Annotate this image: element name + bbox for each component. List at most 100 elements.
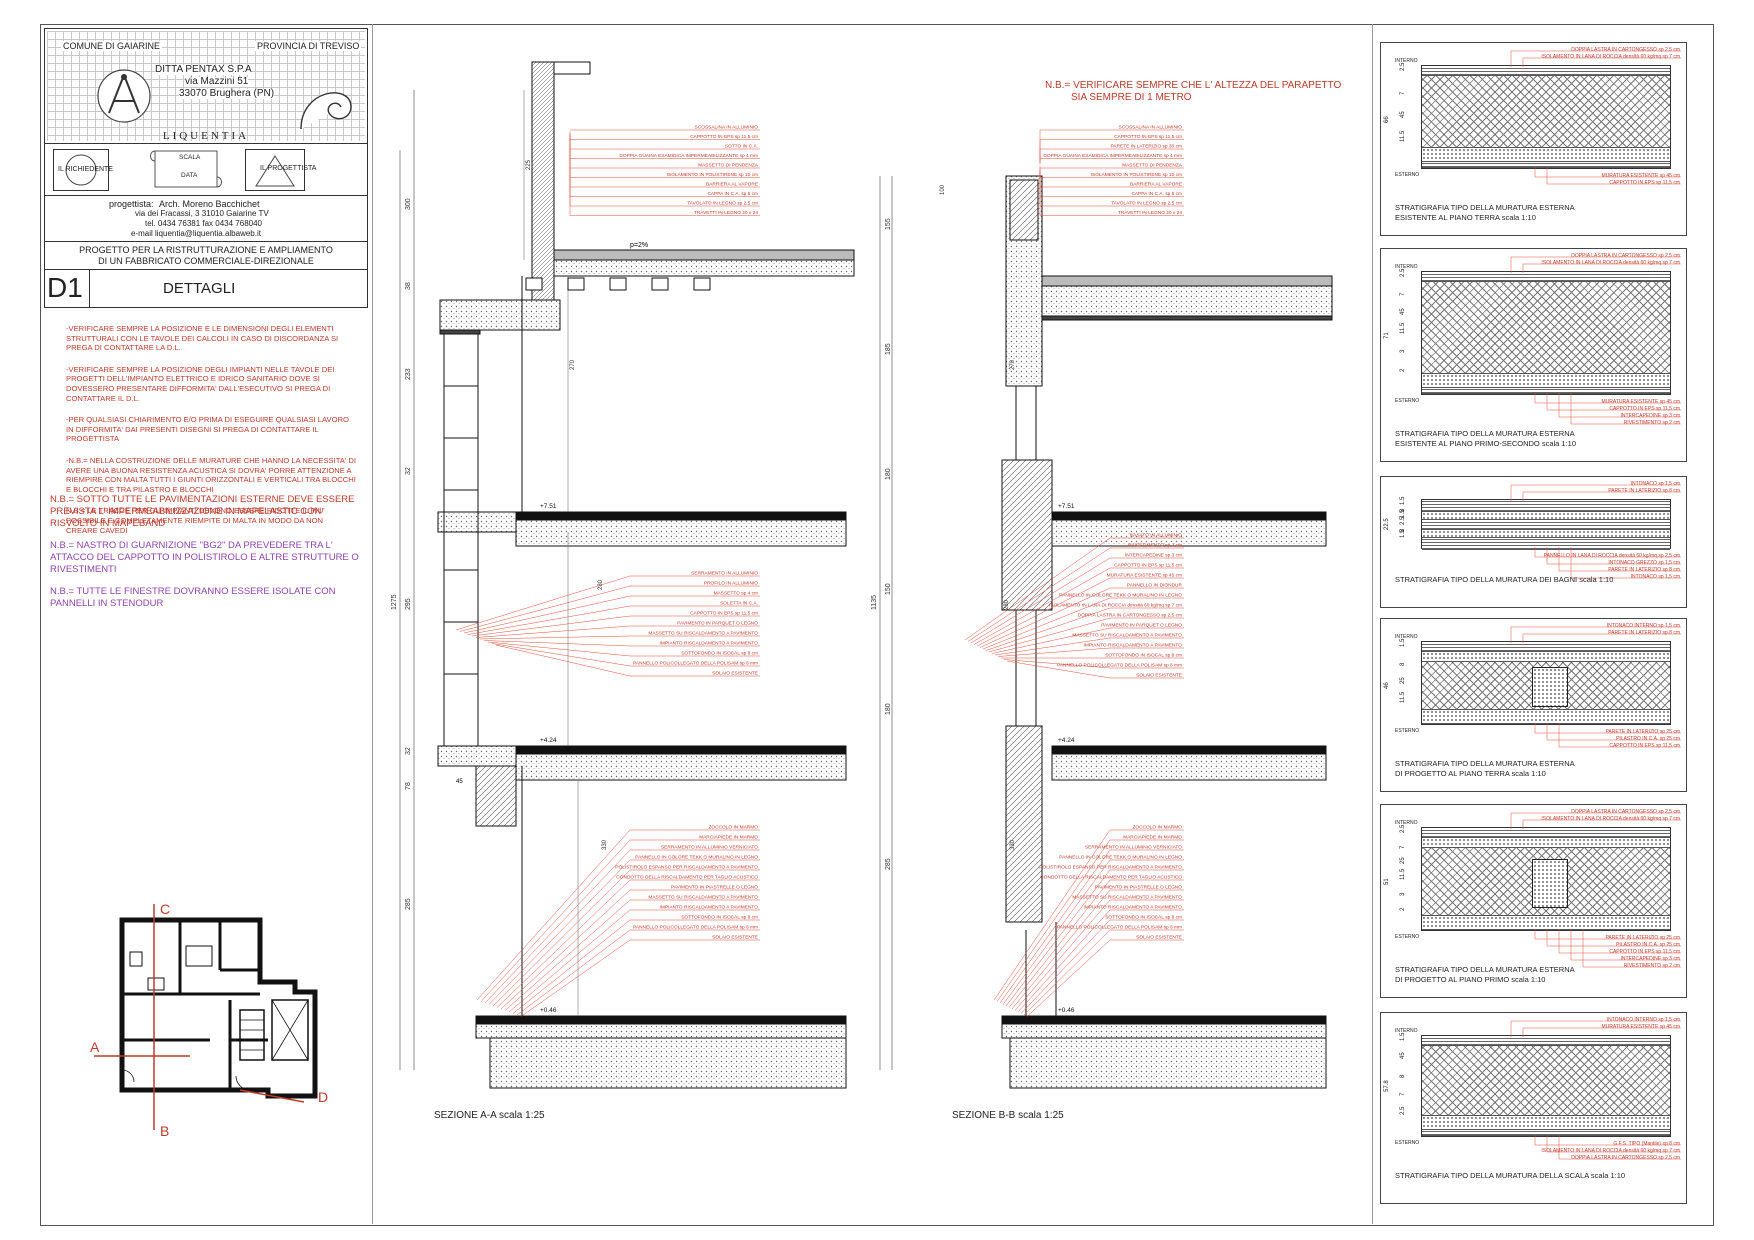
leader-line [1014,899,1111,1011]
callout-label: MASSETTO SU RISCALDAMENTO A PAVIMENTO [1072,895,1182,901]
frame-divider-left [372,24,373,1224]
wall-layers [1421,271,1671,395]
callout-label: MASSETTO sp 4 cm [714,591,758,597]
wall-layer [1422,374,1670,388]
wall-layer [1422,272,1670,282]
leader-line [1570,929,1681,961]
layer-callout: PILASTRO IN C.A. sp 25 cm [1616,736,1680,742]
callout-label: PANNELLO POLICOLLEGATO DELLA POLISAM sp … [633,661,758,667]
callout-leaders [1510,812,1681,968]
leader-line [1534,547,1681,558]
callout-label: PANNELLO IN DIONDUR [1127,583,1183,589]
wall-layer [1422,520,1670,530]
callout-label: SCOSSALINA IN ALLUMINIO [1119,125,1183,131]
callout-label: PANNELLO POLICOLLEGATO DELLA POLISAM sp … [633,925,758,931]
leader-line [1510,812,1681,829]
callout-label: DOPPIA GUAINA ESAMIDICA IMPERMEABILIZZAN… [1043,153,1182,159]
callout-label: SOTTOFONDO IN ISOCAL sp 8 cm [1105,653,1182,659]
dimension-label: 78 [405,782,412,790]
callout-label: MARCIAPIEDE IN MARMO [699,835,758,841]
wall-layer [1422,916,1670,930]
dimension-label: 180 [885,468,892,480]
callout-label: MASSETTO SU RISCALDAMENTO A PAVIMENTO [1072,633,1182,639]
scroll-banner-icon [150,150,222,188]
title-block: COMUNE DI GAIARINE PROVINCIA DI TREVISO … [44,28,368,308]
callout-label: CAPPOTTO IN EPS sp 11,5 cm [690,134,758,140]
leader-line [973,567,1111,645]
leader-line [967,547,1111,642]
leader-line [512,919,631,1014]
wall-layer [1422,642,1670,652]
leader-line [1510,484,1681,501]
level-marker: +4.24 [540,737,557,744]
layer-callout: CAPPOTTO IN EPS sp 11,5 cm [1609,180,1680,186]
leader-line [970,557,1111,644]
leader-line [484,849,631,1004]
parapet-note: N.B.= VERIFICARE SEMPRE CHE L' ALTEZZA D… [1045,80,1342,103]
stratigraphy-caption: STRATIGRAFIA TIPO DELLA MURATURA ESTERNA [1395,759,1575,768]
layer-callout: RIVESTIMENTO sp 2 cm [1623,963,1680,969]
leader-line [467,605,631,635]
layer-callout: MURATURA ESISTENTE sp 45 cm [1601,173,1680,179]
leader-line [471,615,631,637]
layer-callout: ISOLAMENTO IN LANA DI ROCCIA densità 60 … [1541,260,1680,266]
scroll-logo-icon [300,92,352,130]
callout-label: PAVIMENTO IN PIASTRELLE O LEGNO [1095,885,1182,891]
progetto-line-1: PROGETTO PER LA RISTRUTTURAZIONE E AMPLI… [79,245,333,255]
callout-label: SERRAMENTO IN ALLUMINIO [691,571,758,577]
leader-line [982,597,1111,650]
callout-leaders [1510,50,1681,185]
comune-text: COMUNE DI GAIARINE [61,41,163,51]
compass-logo-icon [97,69,151,123]
interno-label: INTERNO [1395,264,1418,270]
layer-callout: DOPPIA LASTRA IN CARTONGESSO sp 2,5 cm [1571,47,1680,53]
dimension-label: 330 [1010,839,1016,850]
wall-layer [1422,1130,1670,1136]
dimension-total: 1275 [391,594,398,610]
leader-line [1008,879,1111,1008]
via-text: via Mazzini 51 [185,76,249,87]
leader-line [1546,547,1681,565]
callout-label: PANNELLO POLICOLLEGATO DELLA POLISAM sp … [1057,663,1182,669]
interno-label: INTERNO [1395,58,1418,64]
wall-layers [1421,499,1671,550]
leader-line [455,575,631,631]
wall-layer [1422,1036,1670,1046]
plan-label-b: B [160,1123,169,1139]
callout-label: CONDOTTO DELLA RISCALDAMENTO PER TAGLIO … [616,875,758,881]
dimension-label: 270 [570,359,576,370]
stratigraphy-caption: STRATIGRAFIA TIPO DELLA MURATURA DELLA S… [1395,1171,1626,1180]
callout-label: ISOLAMENTO IN POLISTIRENE sp 10 cm [1091,172,1182,178]
layer-callout: CAPPOTTO IN EPS sp 11,5 cm [1609,406,1680,412]
esterno-label: ESTERNO [1395,1140,1420,1146]
dimension-label: 38 [405,282,412,290]
frame-divider-right [1372,24,1373,1224]
callout-label: CAPPA IN C.A. sp 5 cm [707,191,758,197]
callout-label: SCOSSALINA IN ALLUMINIO [695,125,759,131]
wall-layers [1421,1035,1671,1137]
callout-label: CONDOTTO DELLA RISCALDAMENTO PER TAGLIO … [1040,875,1182,881]
callout-label: MASSETTO SU RISCALDAMENTO A PAVIMENTO [648,631,758,637]
callout-label: ZOCCOLO IN MARMO [708,825,758,831]
callout-label: PANNELLO POLICOLLEGATO DELLA POLISAM sp … [1057,925,1182,931]
layer-callout: INTONACO GREZZO sp 1,5 cm [1608,560,1680,566]
esterno-label: ESTERNO [1395,728,1420,734]
callout-label: POLISTIROLO ESPANSO PER RISCALDAMENTO A … [615,865,758,871]
level-marker: +0.46 [540,1007,557,1014]
callout-label: TRAVETTI IN LEGNO 20 x 24 [694,210,758,216]
leader-line [999,849,1111,1004]
leader-line [1546,1135,1681,1153]
nb-note-2: N.B.= NASTRO DI GUARNIZIONE "BG2" DA PRE… [50,540,359,575]
leader-line [488,859,631,1005]
layer-callout: PILASTRO IN C.A. sp 25 cm [1616,942,1680,948]
callout-label: IMPIANTO RISCALDAMENTO A PAVIMENTO [660,641,759,647]
scala-data-scroll: SCALA DATA [149,147,223,191]
concrete-pillar [1532,667,1568,707]
layer-callout: CAPPOTTO IN EPS sp 11,5 cm [1609,949,1680,955]
callout-label: TAVOLATO IN LEGNO sp 2,5 cm [1111,201,1182,207]
provincia-text: PROVINCIA DI TREVISO [255,41,362,51]
callout-label: SOLAIO ESISTENTE [1136,673,1182,679]
leader-line [504,899,631,1011]
general-notes: -VERIFICARE SEMPRE LA POSIZIONE E LE DIM… [66,324,356,547]
